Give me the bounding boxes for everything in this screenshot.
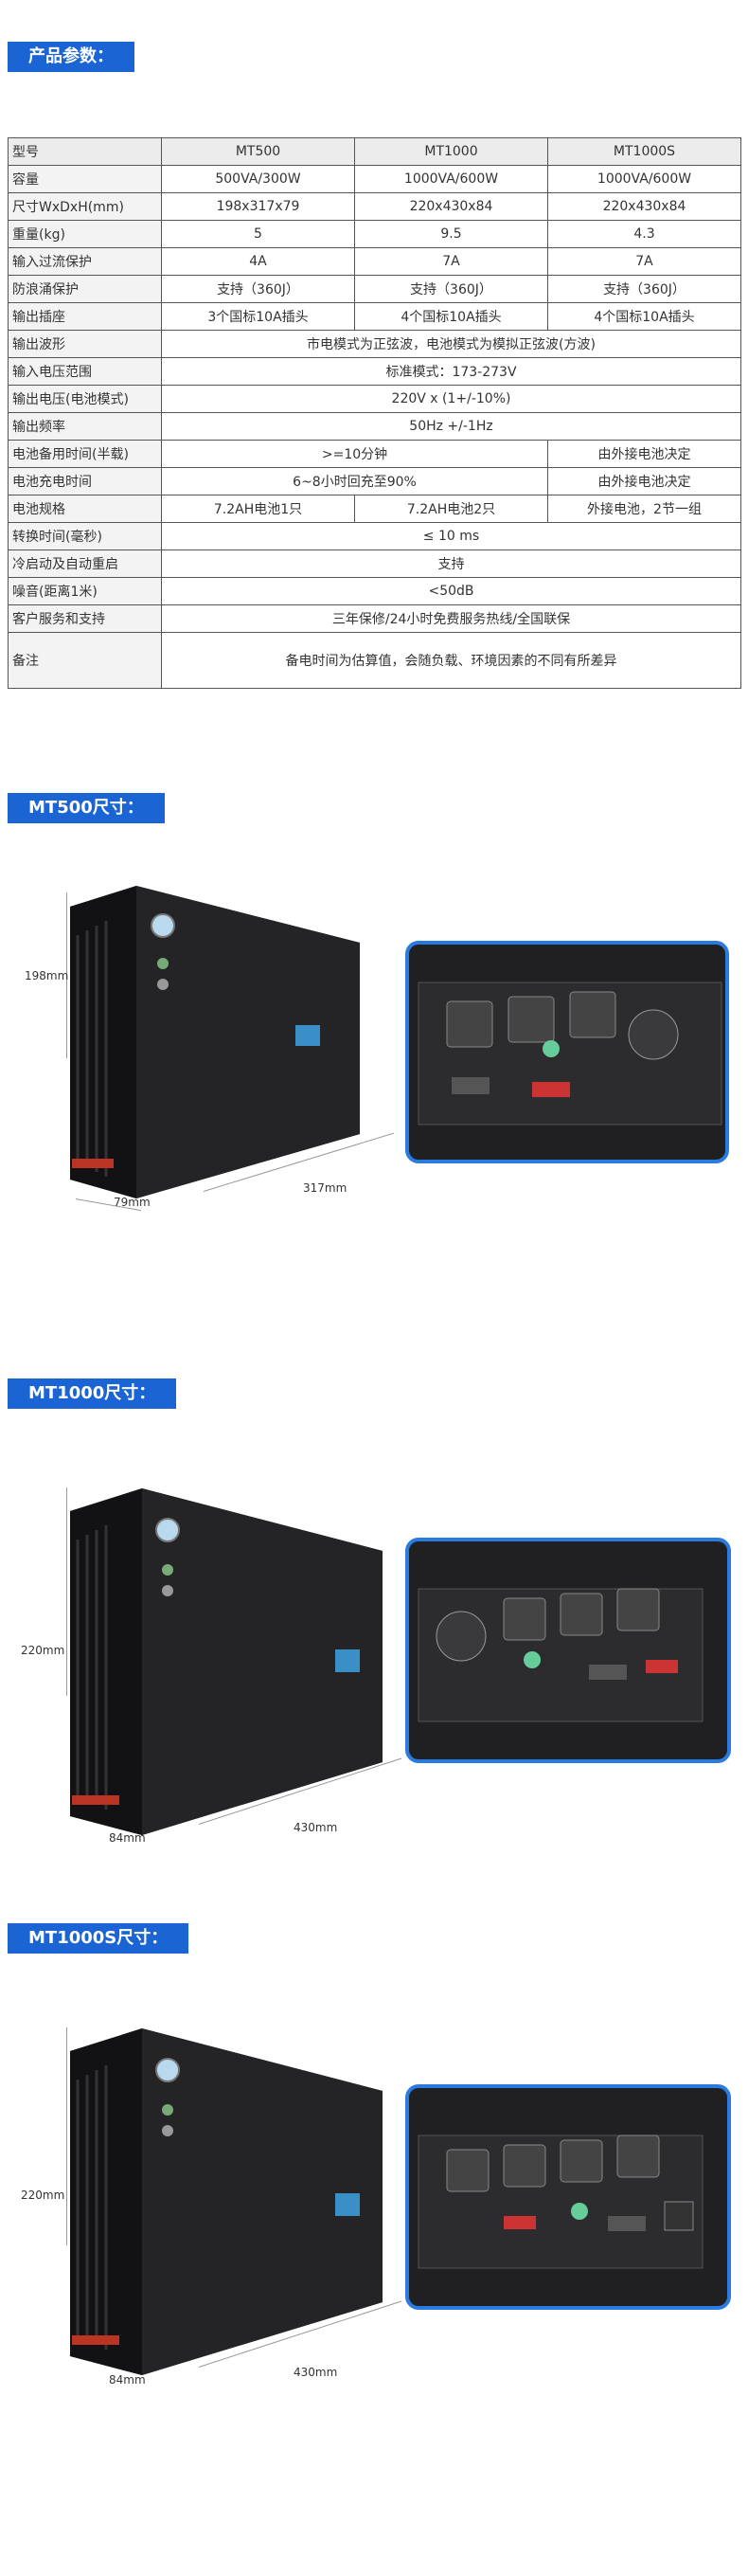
table-cell: 支持（360J）	[161, 275, 355, 303]
ups-device-image	[70, 886, 360, 1198]
height-label: 220mm	[21, 1644, 65, 1657]
table-cell: 支持（360J）	[354, 275, 548, 303]
row-label: 噪音(距离1米)	[8, 577, 162, 605]
row-label: 输出插座	[8, 302, 162, 331]
width-label: 84mm	[109, 1831, 146, 1845]
rear-panel-image	[405, 2084, 731, 2310]
table-cell: 备电时间为估算值，会随负载、环境因素的不同有所差异	[161, 632, 741, 689]
table-cell: 外接电池，2节一组	[547, 495, 741, 523]
height-label: 220mm	[21, 2189, 65, 2202]
section-title-mt1000s: MT1000S尺寸：	[8, 1923, 189, 1954]
row-label: 尺寸WxDxH(mm)	[8, 192, 162, 221]
width-label: 79mm	[114, 1196, 151, 1209]
table-cell: 50Hz +/-1Hz	[161, 412, 741, 441]
row-label: 输入电压范围	[8, 357, 162, 386]
row-label: 重量(kg)	[8, 220, 162, 248]
table-row: 电池备用时间(半载)>=10分钟由外接电池决定	[8, 440, 741, 468]
row-label: 备注	[8, 632, 162, 689]
row-label: 容量	[8, 165, 162, 193]
header-label: 型号	[8, 137, 162, 166]
table-row: 客户服务和支持三年保修/24小时免费服务热线/全国联保	[8, 604, 741, 633]
table-cell: 由外接电池决定	[547, 440, 741, 468]
ups-device-image	[70, 2028, 383, 2375]
table-cell: 220x430x84	[354, 192, 548, 221]
row-label: 电池备用时间(半载)	[8, 440, 162, 468]
width-label: 84mm	[109, 2373, 146, 2387]
height-label: 198mm	[25, 969, 69, 982]
table-cell: 198x317x79	[161, 192, 355, 221]
row-label: 输入过流保护	[8, 247, 162, 276]
table-row: 输入电压范围标准模式：173-273V	[8, 357, 741, 386]
rear-panel-image	[405, 941, 729, 1163]
table-cell: 7.2AH电池1只	[161, 495, 355, 523]
section-title-mt500: MT500尺寸：	[8, 793, 165, 823]
table-row: 输出波形市电模式为正弦波，电池模式为模拟正弦波(方波)	[8, 330, 741, 358]
table-cell: 500VA/300W	[161, 165, 355, 193]
row-label: 冷启动及自动重启	[8, 549, 162, 578]
table-cell: 220x430x84	[547, 192, 741, 221]
table-cell: 1000VA/600W	[547, 165, 741, 193]
table-cell: 220V x (1+/-10%)	[161, 385, 741, 413]
table-cell: 7.2AH电池2只	[354, 495, 548, 523]
row-label: 输出频率	[8, 412, 162, 441]
table-cell: 7A	[354, 247, 548, 276]
depth-label: 430mm	[294, 1821, 338, 1834]
depth-label: 430mm	[294, 2366, 338, 2379]
table-cell: 1000VA/600W	[354, 165, 548, 193]
row-label: 电池充电时间	[8, 467, 162, 495]
table-cell: ≤ 10 ms	[161, 522, 741, 550]
row-label: 防浪涌保护	[8, 275, 162, 303]
section-title-params: 产品参数：	[8, 42, 134, 72]
table-cell: 由外接电池决定	[547, 467, 741, 495]
section-title-mt1000: MT1000尺寸：	[8, 1378, 177, 1409]
table-row: 备注备电时间为估算值，会随负载、环境因素的不同有所差异	[8, 632, 741, 689]
row-label: 输出电压(电池模式)	[8, 385, 162, 413]
table-cell: 9.5	[354, 220, 548, 248]
table-cell: <50dB	[161, 577, 741, 605]
header-model: MT1000S	[547, 137, 741, 166]
rear-panel-image	[405, 1538, 731, 1763]
header-model: MT1000	[354, 137, 548, 166]
row-label: 电池规格	[8, 495, 162, 523]
table-cell: 标准模式：173-273V	[161, 357, 741, 386]
table-cell: >=10分钟	[161, 440, 548, 468]
ups-device-image	[70, 1488, 383, 1835]
table-cell: 市电模式为正弦波，电池模式为模拟正弦波(方波)	[161, 330, 741, 358]
table-row: 冷启动及自动重启支持	[8, 549, 741, 578]
table-cell: 3个国标10A插头	[161, 302, 355, 331]
row-label: 输出波形	[8, 330, 162, 358]
table-cell: 支持	[161, 549, 741, 578]
table-row: 噪音(距离1米)<50dB	[8, 577, 741, 605]
depth-label: 317mm	[303, 1181, 347, 1195]
table-cell: 三年保修/24小时免费服务热线/全国联保	[161, 604, 741, 633]
table-cell: 4A	[161, 247, 355, 276]
header-model: MT500	[161, 137, 355, 166]
table-cell: 4.3	[547, 220, 741, 248]
table-cell: 4个国标10A插头	[547, 302, 741, 331]
row-label: 转换时间(毫秒)	[8, 522, 162, 550]
table-cell: 4个国标10A插头	[354, 302, 548, 331]
table-cell: 7A	[547, 247, 741, 276]
table-cell: 支持（360J）	[547, 275, 741, 303]
table-row: 输出电压(电池模式)220V x (1+/-10%)	[8, 385, 741, 413]
table-row: 防浪涌保护支持（360J）支持（360J）支持（360J）	[8, 275, 741, 303]
row-label: 客户服务和支持	[8, 604, 162, 633]
table-cell: 6~8小时回充至90%	[161, 467, 548, 495]
table-cell: 5	[161, 220, 355, 248]
table-row: 转换时间(毫秒)≤ 10 ms	[8, 522, 741, 550]
